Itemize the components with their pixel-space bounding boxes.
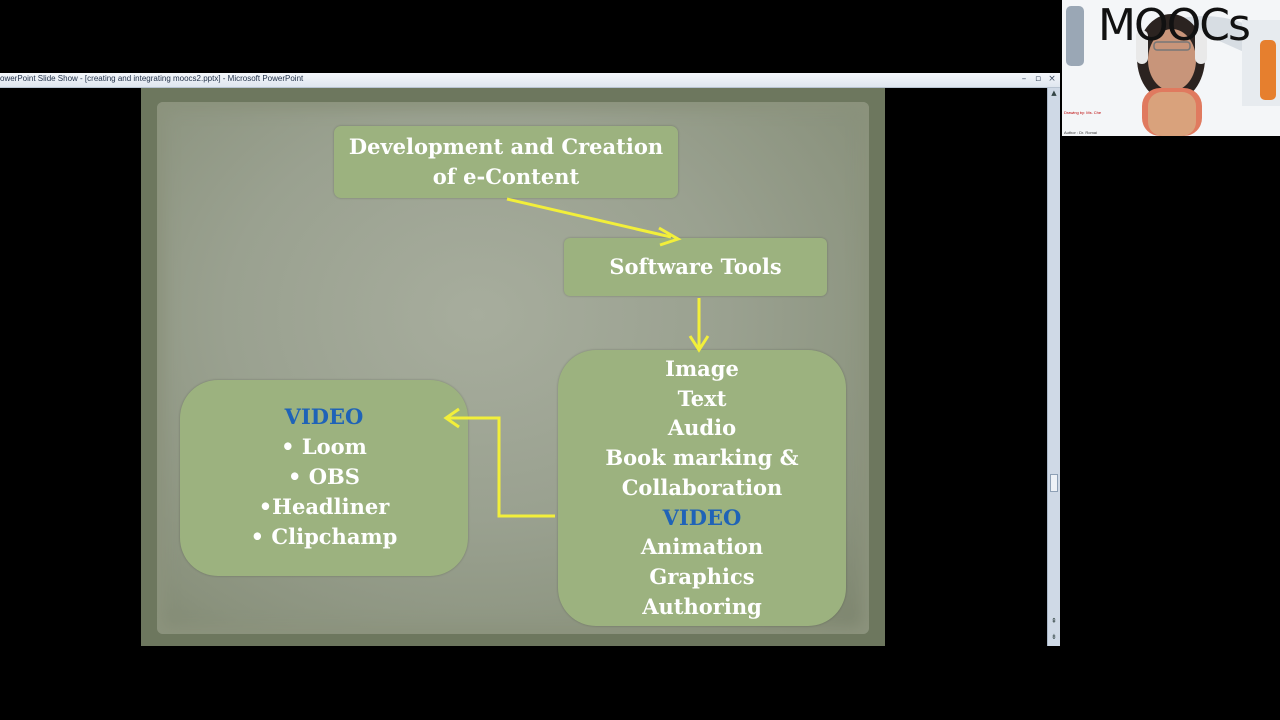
media-item: Authoring xyxy=(642,593,762,619)
media-item: Text xyxy=(677,385,727,411)
arrowhead-title-to-tools xyxy=(658,226,682,247)
media-item: Audio xyxy=(667,415,737,441)
slide-canvas: Development and Creation of e-Content So… xyxy=(141,88,885,646)
title-box: Development and Creation of e-Content xyxy=(334,126,678,198)
presenter-video xyxy=(1062,0,1280,136)
arrow-media-to-video xyxy=(447,416,555,518)
title-line-1: Development and Creation xyxy=(348,134,664,159)
video-tools-box: VIDEO • Loom • OBS •Headliner • Clipcham… xyxy=(180,380,468,576)
moocs-logo: MOOCs xyxy=(1098,0,1251,51)
software-tools-label: Software Tools xyxy=(609,254,782,279)
next-slide-icon[interactable]: ⇟ xyxy=(1051,633,1057,641)
arrow-title-to-tools xyxy=(506,197,672,239)
media-item: Animation xyxy=(640,534,764,560)
media-item: Book marking & xyxy=(605,445,799,471)
media-item: Collaboration xyxy=(621,474,783,500)
author-credit: Author : Dr. Romai xyxy=(1064,130,1097,135)
scroll-up-icon[interactable]: ▲ xyxy=(1051,89,1057,97)
window-title: owerPoint Slide Show - [creating and int… xyxy=(0,74,304,83)
video-heading: VIDEO xyxy=(284,404,364,429)
video-tool-item: • Loom xyxy=(281,434,367,459)
drawing-credit: Drawing by: Ms. Che xyxy=(1064,110,1102,115)
window-title-bar: owerPoint Slide Show - [creating and int… xyxy=(0,73,1060,88)
media-item: Image xyxy=(665,356,739,381)
previous-slide-icon[interactable]: ⇞ xyxy=(1051,617,1057,625)
video-tool-item: • Clipchamp xyxy=(250,524,398,549)
title-line-2: of e-Content xyxy=(432,164,580,189)
scrollbar-thumb[interactable] xyxy=(1050,474,1058,492)
video-tool-item: •Headliner xyxy=(258,494,390,519)
minimize-icon[interactable]: – xyxy=(1021,74,1027,84)
software-tools-box: Software Tools xyxy=(564,238,827,296)
media-item: Graphics xyxy=(649,563,755,589)
vertical-scrollbar[interactable]: ▲ ⇞ ⇟ xyxy=(1047,88,1060,646)
webcam-overlay: MOOCs Drawing by: Ms. Che Author : Dr. R… xyxy=(1062,0,1280,136)
media-types-box: Image Text Audio Book marking & Collabor… xyxy=(558,350,846,626)
connector-arrows xyxy=(443,197,710,518)
arrowhead-tools-to-media xyxy=(688,335,710,353)
video-tool-item: • OBS xyxy=(288,464,360,489)
arrowhead-media-to-video xyxy=(443,407,460,429)
restore-icon[interactable]: ▫ xyxy=(1034,74,1042,84)
media-item-video: VIDEO xyxy=(662,504,742,530)
close-icon[interactable]: × xyxy=(1048,74,1056,84)
